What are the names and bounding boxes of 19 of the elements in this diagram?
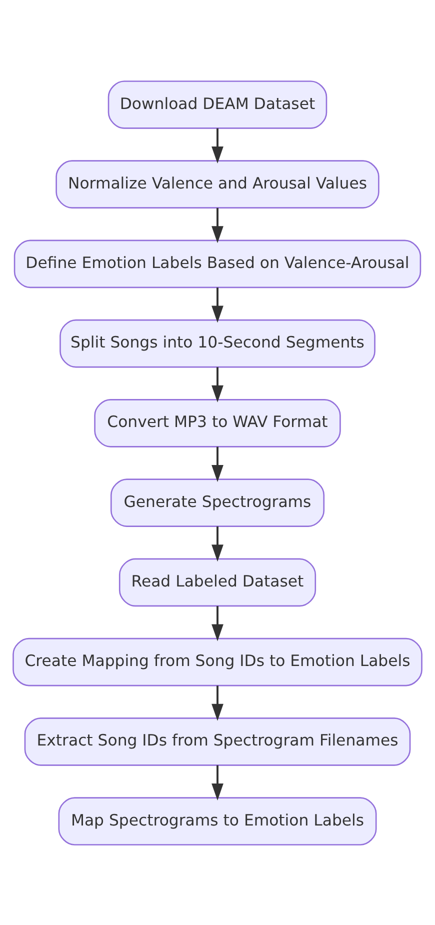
node-box: Read Labeled Dataset: [118, 558, 316, 606]
node-box: Normalize Valence and Arousal Values: [56, 160, 380, 208]
node-box: Define Emotion Labels Based on Valence-Arousal: [14, 239, 422, 288]
node-box: Extract Song IDs from Spectrogram Filenames: [24, 717, 411, 766]
arrow: [212, 685, 224, 720]
arrow: [212, 366, 224, 402]
node-box: Download DEAM Dataset: [108, 80, 328, 128]
arrow: [212, 764, 224, 800]
arrow: [212, 207, 224, 243]
arrow: [212, 606, 224, 641]
node-box: Generate Spectrograms: [110, 478, 325, 526]
arrow: [212, 128, 224, 163]
node-box: Create Mapping from Song IDs to Emotion Labels: [12, 637, 422, 686]
arrow: [212, 287, 224, 322]
arrow: [212, 446, 224, 482]
node-box: Split Songs into 10-Second Segments: [60, 318, 376, 368]
arrow: [212, 526, 224, 562]
node-box: Convert MP3 to WAV Format: [94, 398, 341, 447]
node-box: Map Spectrograms to Emotion Labels: [58, 796, 377, 845]
